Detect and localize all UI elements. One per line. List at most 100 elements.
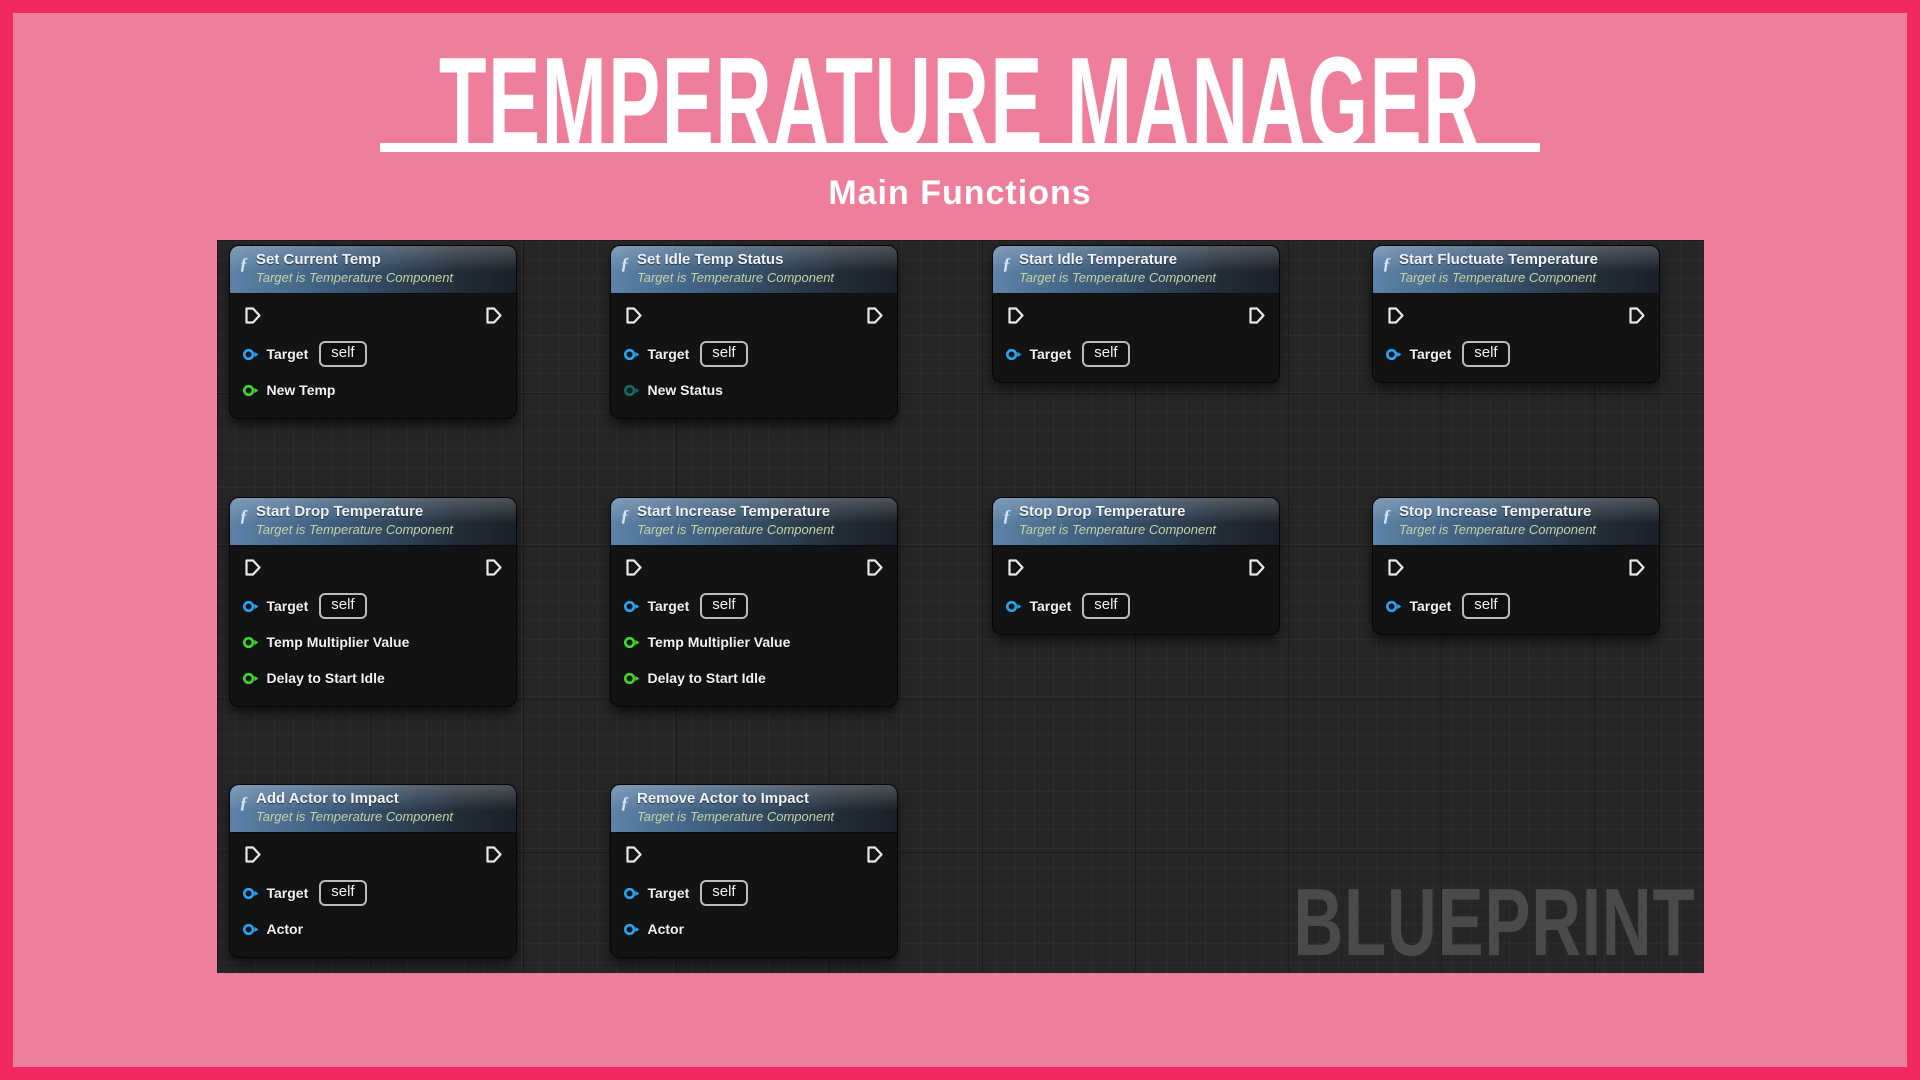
node-add-actor-to-impact[interactable]: ƒ Add Actor to Impact Target is Temperat… <box>228 784 517 958</box>
input-pin-object[interactable] <box>623 886 641 901</box>
input-pin-float[interactable] <box>242 635 260 650</box>
exec-in-pin[interactable] <box>1385 557 1406 578</box>
self-value-box[interactable]: self <box>1462 341 1510 367</box>
node-title: Start Idle Temperature <box>1019 251 1178 268</box>
node-header[interactable]: ƒ Set Idle Temp Status Target is Tempera… <box>610 246 897 294</box>
exec-in-pin[interactable] <box>242 305 263 326</box>
input-pin-float[interactable] <box>623 635 641 650</box>
node-set-idle-temp-status[interactable]: ƒ Set Idle Temp Status Target is Tempera… <box>609 245 898 419</box>
node-subtitle: Target is Temperature Component <box>637 270 835 285</box>
exec-out-pin[interactable] <box>864 305 885 326</box>
input-pin-object[interactable] <box>1005 599 1023 614</box>
self-value-box[interactable]: self <box>700 593 748 619</box>
input-pin-float[interactable] <box>242 383 260 398</box>
node-start-idle-temperature[interactable]: ƒ Start Idle Temperature Target is Tempe… <box>991 245 1280 383</box>
node-stop-increase-temperature[interactable]: ƒ Stop Increase Temperature Target is Te… <box>1371 497 1660 635</box>
input-pin-object[interactable] <box>623 599 641 614</box>
node-header[interactable]: ƒ Start Increase Temperature Target is T… <box>610 498 897 546</box>
input-pin-object[interactable] <box>1005 347 1023 362</box>
pin-label: Target <box>1029 346 1072 362</box>
pin-label: Actor <box>266 921 304 937</box>
exec-out-pin[interactable] <box>483 557 504 578</box>
function-icon: ƒ <box>239 505 249 525</box>
input-pin-object[interactable] <box>1385 599 1403 614</box>
input-pin-object[interactable] <box>623 347 641 362</box>
pin-row: New Temp <box>230 372 516 408</box>
node-bottom-pad <box>230 696 516 706</box>
input-pin-object[interactable] <box>242 886 260 901</box>
exec-out-pin[interactable] <box>1626 305 1647 326</box>
node-subtitle: Target is Temperature Component <box>1399 522 1597 537</box>
node-start-fluctuate-temperature[interactable]: ƒ Start Fluctuate Temperature Target is … <box>1371 245 1660 383</box>
node-title: Set Idle Temp Status <box>637 251 784 268</box>
exec-out-pin[interactable] <box>1246 557 1267 578</box>
exec-in-pin[interactable] <box>1005 557 1026 578</box>
node-stop-drop-temperature[interactable]: ƒ Stop Drop Temperature Target is Temper… <box>991 497 1280 635</box>
input-pin-float[interactable] <box>242 671 260 686</box>
self-value-box[interactable]: self <box>1082 341 1130 367</box>
node-subtitle: Target is Temperature Component <box>1399 270 1597 285</box>
self-value-box[interactable]: self <box>319 341 367 367</box>
node-header[interactable]: ƒ Start Drop Temperature Target is Tempe… <box>229 498 516 546</box>
exec-out-pin[interactable] <box>483 305 504 326</box>
function-icon: ƒ <box>1382 253 1392 273</box>
input-pin-object[interactable] <box>242 922 260 937</box>
input-pin-float[interactable] <box>623 671 641 686</box>
node-subtitle: Target is Temperature Component <box>256 270 454 285</box>
pin-row: Target self <box>230 336 516 372</box>
pin-label: Target <box>647 885 690 901</box>
input-pin-object[interactable] <box>623 922 641 937</box>
input-pin-object[interactable] <box>242 599 260 614</box>
self-value-box[interactable]: self <box>319 880 367 906</box>
self-value-box[interactable]: self <box>700 880 748 906</box>
node-header[interactable]: ƒ Start Fluctuate Temperature Target is … <box>1372 246 1659 294</box>
node-header[interactable]: ƒ Remove Actor to Impact Target is Tempe… <box>610 785 897 833</box>
function-icon: ƒ <box>239 253 249 273</box>
node-bottom-pad <box>611 947 897 957</box>
pin-row: Target self <box>1373 336 1659 372</box>
node-header[interactable]: ƒ Start Idle Temperature Target is Tempe… <box>992 246 1279 294</box>
input-pin-enum[interactable] <box>623 383 641 398</box>
pin-label: Target <box>1029 598 1072 614</box>
pin-label: Target <box>1409 346 1452 362</box>
exec-in-pin[interactable] <box>1005 305 1026 326</box>
pin-row: Target self <box>611 875 897 911</box>
node-start-drop-temperature[interactable]: ƒ Start Drop Temperature Target is Tempe… <box>228 497 517 707</box>
exec-in-pin[interactable] <box>1385 305 1406 326</box>
self-value-box[interactable]: self <box>319 593 367 619</box>
exec-out-pin[interactable] <box>483 844 504 865</box>
pin-row: Target self <box>993 336 1279 372</box>
input-pin-object[interactable] <box>242 347 260 362</box>
node-header[interactable]: ƒ Set Current Temp Target is Temperature… <box>229 246 516 294</box>
node-start-increase-temperature[interactable]: ƒ Start Increase Temperature Target is T… <box>609 497 898 707</box>
pin-row: Temp Multiplier Value <box>611 624 897 660</box>
self-value-box[interactable]: self <box>1462 593 1510 619</box>
blueprint-canvas[interactable]: BLUEPRINT ƒ Set Current Temp Target is T… <box>216 240 1704 973</box>
node-header[interactable]: ƒ Add Actor to Impact Target is Temperat… <box>229 785 516 833</box>
exec-out-pin[interactable] <box>1246 305 1267 326</box>
pin-row: Target self <box>993 588 1279 624</box>
exec-in-pin[interactable] <box>242 557 263 578</box>
node-header[interactable]: ƒ Stop Drop Temperature Target is Temper… <box>992 498 1279 546</box>
pin-label: Temp Multiplier Value <box>266 634 410 650</box>
exec-in-pin[interactable] <box>623 305 644 326</box>
exec-in-pin[interactable] <box>623 844 644 865</box>
pin-row: Delay to Start Idle <box>611 660 897 696</box>
exec-in-pin[interactable] <box>623 557 644 578</box>
exec-out-pin[interactable] <box>864 844 885 865</box>
node-header[interactable]: ƒ Stop Increase Temperature Target is Te… <box>1372 498 1659 546</box>
self-value-box[interactable]: self <box>700 341 748 367</box>
pin-row: Target self <box>1373 588 1659 624</box>
node-remove-actor-to-impact[interactable]: ƒ Remove Actor to Impact Target is Tempe… <box>609 784 898 958</box>
node-bottom-pad <box>611 408 897 418</box>
node-bottom-pad <box>611 696 897 706</box>
input-pin-object[interactable] <box>1385 347 1403 362</box>
node-set-current-temp[interactable]: ƒ Set Current Temp Target is Temperature… <box>228 245 517 419</box>
exec-out-pin[interactable] <box>1626 557 1647 578</box>
node-title: Remove Actor to Impact <box>637 790 809 807</box>
self-value-box[interactable]: self <box>1082 593 1130 619</box>
exec-out-pin[interactable] <box>864 557 885 578</box>
node-subtitle: Target is Temperature Component <box>256 809 454 824</box>
pin-label: Target <box>1409 598 1452 614</box>
exec-in-pin[interactable] <box>242 844 263 865</box>
